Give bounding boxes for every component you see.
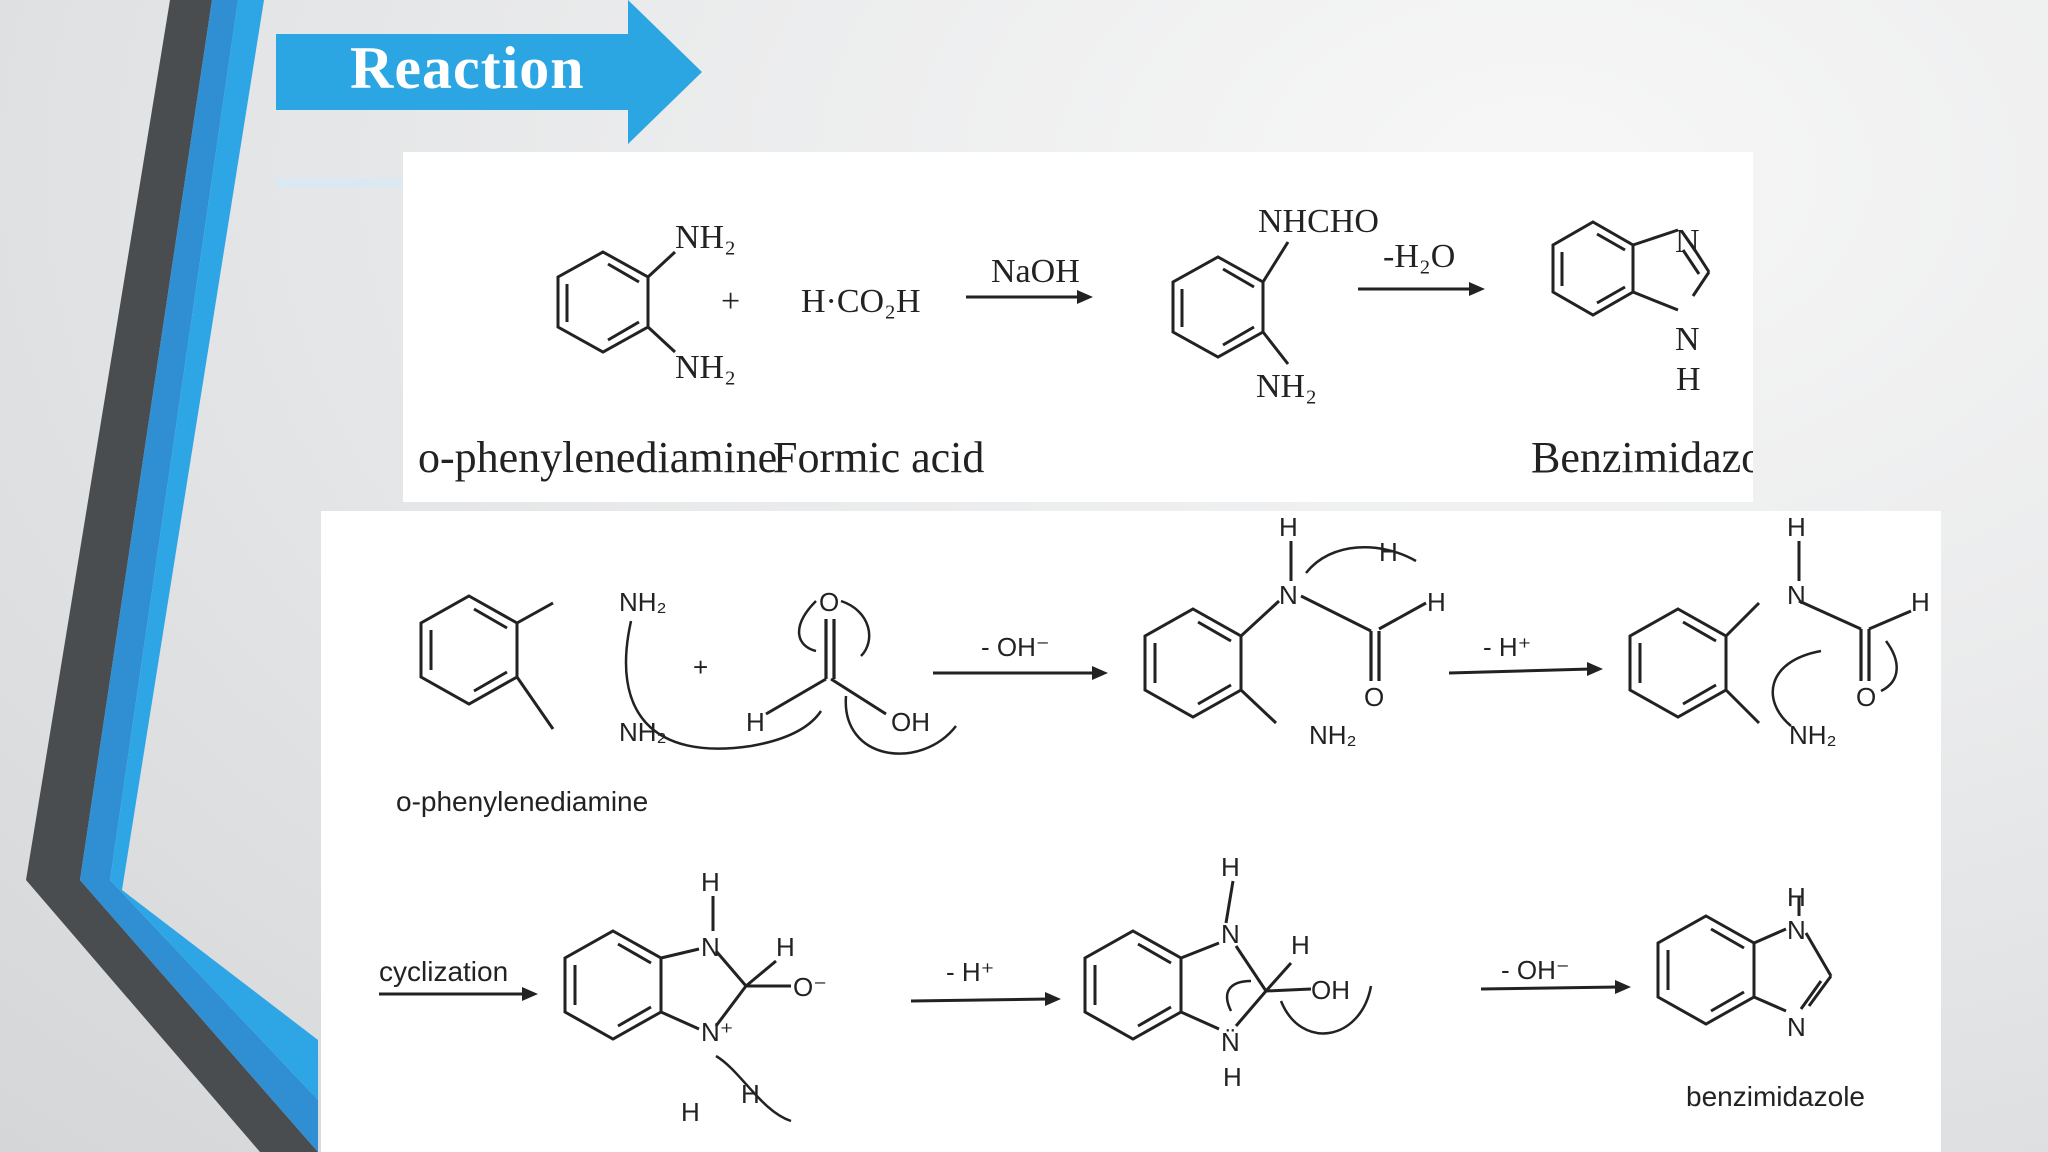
mech-arrow-2 (1448, 667, 1592, 675)
formic-o: O (819, 587, 839, 617)
int-d-n-top: N (701, 932, 720, 962)
int-d-o-minus: O⁻ (793, 972, 827, 1002)
curved-arrow-o2 (840, 599, 871, 657)
int-d-n-plus: N⁺ (701, 1017, 734, 1047)
int-e-h-bottom: H (1223, 1062, 1242, 1092)
int-b-n: N (1279, 580, 1298, 610)
int-e-n-bottom: N̈ (1221, 1027, 1240, 1057)
product-h-top: H (1787, 882, 1806, 912)
int-b-h-arrow: H (1379, 537, 1398, 567)
product-h: H (1676, 361, 1701, 398)
int-e-curved-arrow (1225, 979, 1252, 1012)
mech-step3: cyclization (379, 956, 508, 987)
formic-oh: OH (891, 707, 930, 737)
int-e-curved-arrow-2 (1279, 985, 1373, 1035)
mech-step4: - H⁺ (946, 957, 994, 987)
mech-arrow-4 (910, 997, 1050, 1003)
slide-title: Reaction (350, 35, 585, 101)
int-e-oh: OH (1311, 975, 1350, 1005)
light-blue-stripe (110, 0, 318, 1100)
int-e-n-top: N (1221, 919, 1240, 949)
curved-arrow-oh (844, 695, 957, 755)
mech-plus: + (693, 652, 708, 682)
formic-acid-formula: H·CO₂H (801, 283, 921, 320)
product-n-bottom-mech: N (1787, 1012, 1806, 1042)
product-n-top: N (1675, 223, 1700, 260)
nhcho-label: NHCHO (1258, 203, 1379, 240)
curved-arrow-attack (624, 620, 823, 750)
mech-intermediate-e (1083, 880, 1312, 1041)
int-d-h-arrow: H (741, 1079, 760, 1109)
int-c-n: N (1787, 580, 1806, 610)
mech-step2: - H⁺ (1483, 632, 1531, 662)
int-b-h-right: H (1427, 587, 1446, 617)
mech-intermediate-d (563, 896, 791, 1041)
decorative-stripes (26, 0, 318, 1152)
int-d-h-bottom: H (681, 1097, 700, 1127)
int-c-o: O (1856, 682, 1876, 712)
formic-h: H (746, 707, 765, 737)
mechanism-panel: NH₂ NH₂ o-phenylenediamine + O H OH - OH… (321, 511, 1941, 1152)
int-d-curved-arrow (715, 1054, 792, 1123)
product-n-bottom: N (1675, 321, 1700, 358)
nh2-bottom-label: NH₂ (675, 349, 736, 386)
product-name: Benzimidazole (1531, 433, 1753, 482)
arrowhead-2 (1469, 282, 1485, 296)
mech-reactant-name: o-phenylenediamine (396, 786, 648, 817)
mechanism-reactant-ring (419, 594, 555, 730)
mech-product-structure (1656, 896, 1833, 1026)
mech-nh2-a: NH₂ (619, 587, 667, 617)
mech-intermediate-c (1628, 541, 1912, 725)
int-e-h-top: H (1221, 852, 1240, 882)
curved-arrow-o (797, 600, 817, 653)
int-d-h: H (776, 932, 795, 962)
intermediate-nh2-label: NH₂ (1256, 368, 1317, 405)
plus-sign: + (721, 283, 740, 320)
blue-stripe (80, 0, 318, 1152)
product-n-top-mech: N (1787, 915, 1806, 945)
benzimidazole-structure (1551, 220, 1711, 317)
int-c-h-top: H (1787, 512, 1806, 542)
reactant2-name: Formic acid (773, 433, 984, 482)
int-d-h-top: H (701, 867, 720, 897)
mech-arrow-5 (1480, 985, 1620, 991)
int-c-curved-arrow (1771, 649, 1822, 727)
dark-stripe (26, 0, 318, 1152)
int-c-nh2: NH₂ (1789, 720, 1837, 750)
mechanism-diagram: NH₂ NH₂ o-phenylenediamine + O H OH - OH… (379, 512, 1930, 1127)
int-b-nh2: NH₂ (1309, 720, 1357, 750)
mech-step5: - OH⁻ (1501, 955, 1570, 985)
int-b-curved-arrow (1305, 546, 1417, 574)
benzene-ring-reactant (556, 250, 677, 354)
nh2-top-label: NH₂ (675, 219, 736, 256)
benzene-ring-intermediate (1171, 241, 1290, 365)
int-c-h-right: H (1911, 587, 1930, 617)
arrowhead-1 (1077, 290, 1093, 304)
mech-intermediate-b (1143, 541, 1427, 725)
mech-step1: - OH⁻ (981, 632, 1050, 662)
reaction-scheme-panel: NH₂ NH₂ o-phenylenediamine + H·CO₂H Form… (403, 152, 1753, 502)
reagent-minus-water: -H₂O (1383, 238, 1455, 275)
int-b-o: O (1364, 682, 1384, 712)
mech-product-name: benzimidazole (1686, 1081, 1865, 1112)
mech-nh2-b: NH₂ (619, 717, 667, 747)
reagent-naoh: NaOH (991, 253, 1080, 290)
int-e-h: H (1291, 930, 1310, 960)
int-c-curved-arrow-2 (1880, 640, 1898, 693)
reactant1-name: o-phenylenediamine (418, 433, 777, 482)
reaction-scheme-diagram: NH₂ NH₂ o-phenylenediamine + H·CO₂H Form… (418, 203, 1753, 482)
int-b-h-top: H (1279, 512, 1298, 542)
